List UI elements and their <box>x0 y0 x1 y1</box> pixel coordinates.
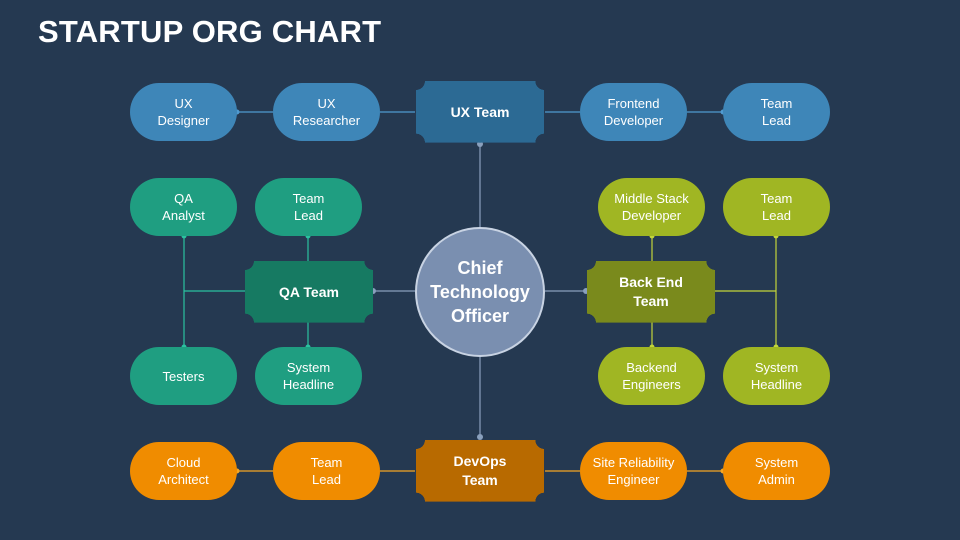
devops-team-lead-label: Team Lead <box>310 455 343 487</box>
backend-team-node: Back End Team <box>587 261 715 323</box>
ux-researcher-node: UX Researcher <box>273 83 380 141</box>
testers-label: Testers <box>162 368 205 384</box>
backend-system-headline-node: System Headline <box>723 347 830 405</box>
cloud-architect-label: Cloud Architect <box>158 455 209 487</box>
frontend-developer-label: Frontend Developer <box>603 96 664 128</box>
qa-analyst-node: QA Analyst <box>130 178 237 236</box>
site-reliability-engineer-node: Site Reliability Engineer <box>580 442 687 500</box>
frontend-developer-node: Frontend Developer <box>580 83 687 141</box>
cto-node: Chief Technology Officer <box>415 227 545 357</box>
ux-designer-node: UX Designer <box>130 83 237 141</box>
backend-engineers-label: Backend Engineers <box>622 360 681 392</box>
qa-team-lead-label: Team Lead <box>292 191 325 223</box>
middle-stack-developer-node: Middle Stack Developer <box>598 178 705 236</box>
system-admin-label: System Admin <box>754 455 799 487</box>
ux-designer-label: UX Designer <box>157 96 210 128</box>
ux-researcher-label: UX Researcher <box>292 96 361 128</box>
ux-team-lead-label: Team Lead <box>760 96 793 128</box>
backend-system-headline-label: System Headline <box>750 360 803 392</box>
system-admin-node: System Admin <box>723 442 830 500</box>
page-title: STARTUP ORG CHART <box>38 14 382 49</box>
ux-team-node: UX Team <box>416 81 544 143</box>
qa-system-headline-label: System Headline <box>282 360 335 392</box>
backend-team-lead-node: Team Lead <box>723 178 830 236</box>
site-reliability-engineer-label: Site Reliability Engineer <box>592 455 675 487</box>
qa-team-lead-node: Team Lead <box>255 178 362 236</box>
devops-team-lead-node: Team Lead <box>273 442 380 500</box>
devops-team-node: DevOps Team <box>416 440 544 502</box>
ux-team-lead-node: Team Lead <box>723 83 830 141</box>
middle-stack-developer-label: Middle Stack Developer <box>614 191 689 223</box>
qa-system-headline-node: System Headline <box>255 347 362 405</box>
cloud-architect-node: Cloud Architect <box>130 442 237 500</box>
qa-team-node: QA Team <box>245 261 373 323</box>
backend-engineers-node: Backend Engineers <box>598 347 705 405</box>
qa-analyst-label: QA Analyst <box>162 191 205 223</box>
backend-team-lead-label: Team Lead <box>760 191 793 223</box>
testers-node: Testers <box>130 347 237 405</box>
